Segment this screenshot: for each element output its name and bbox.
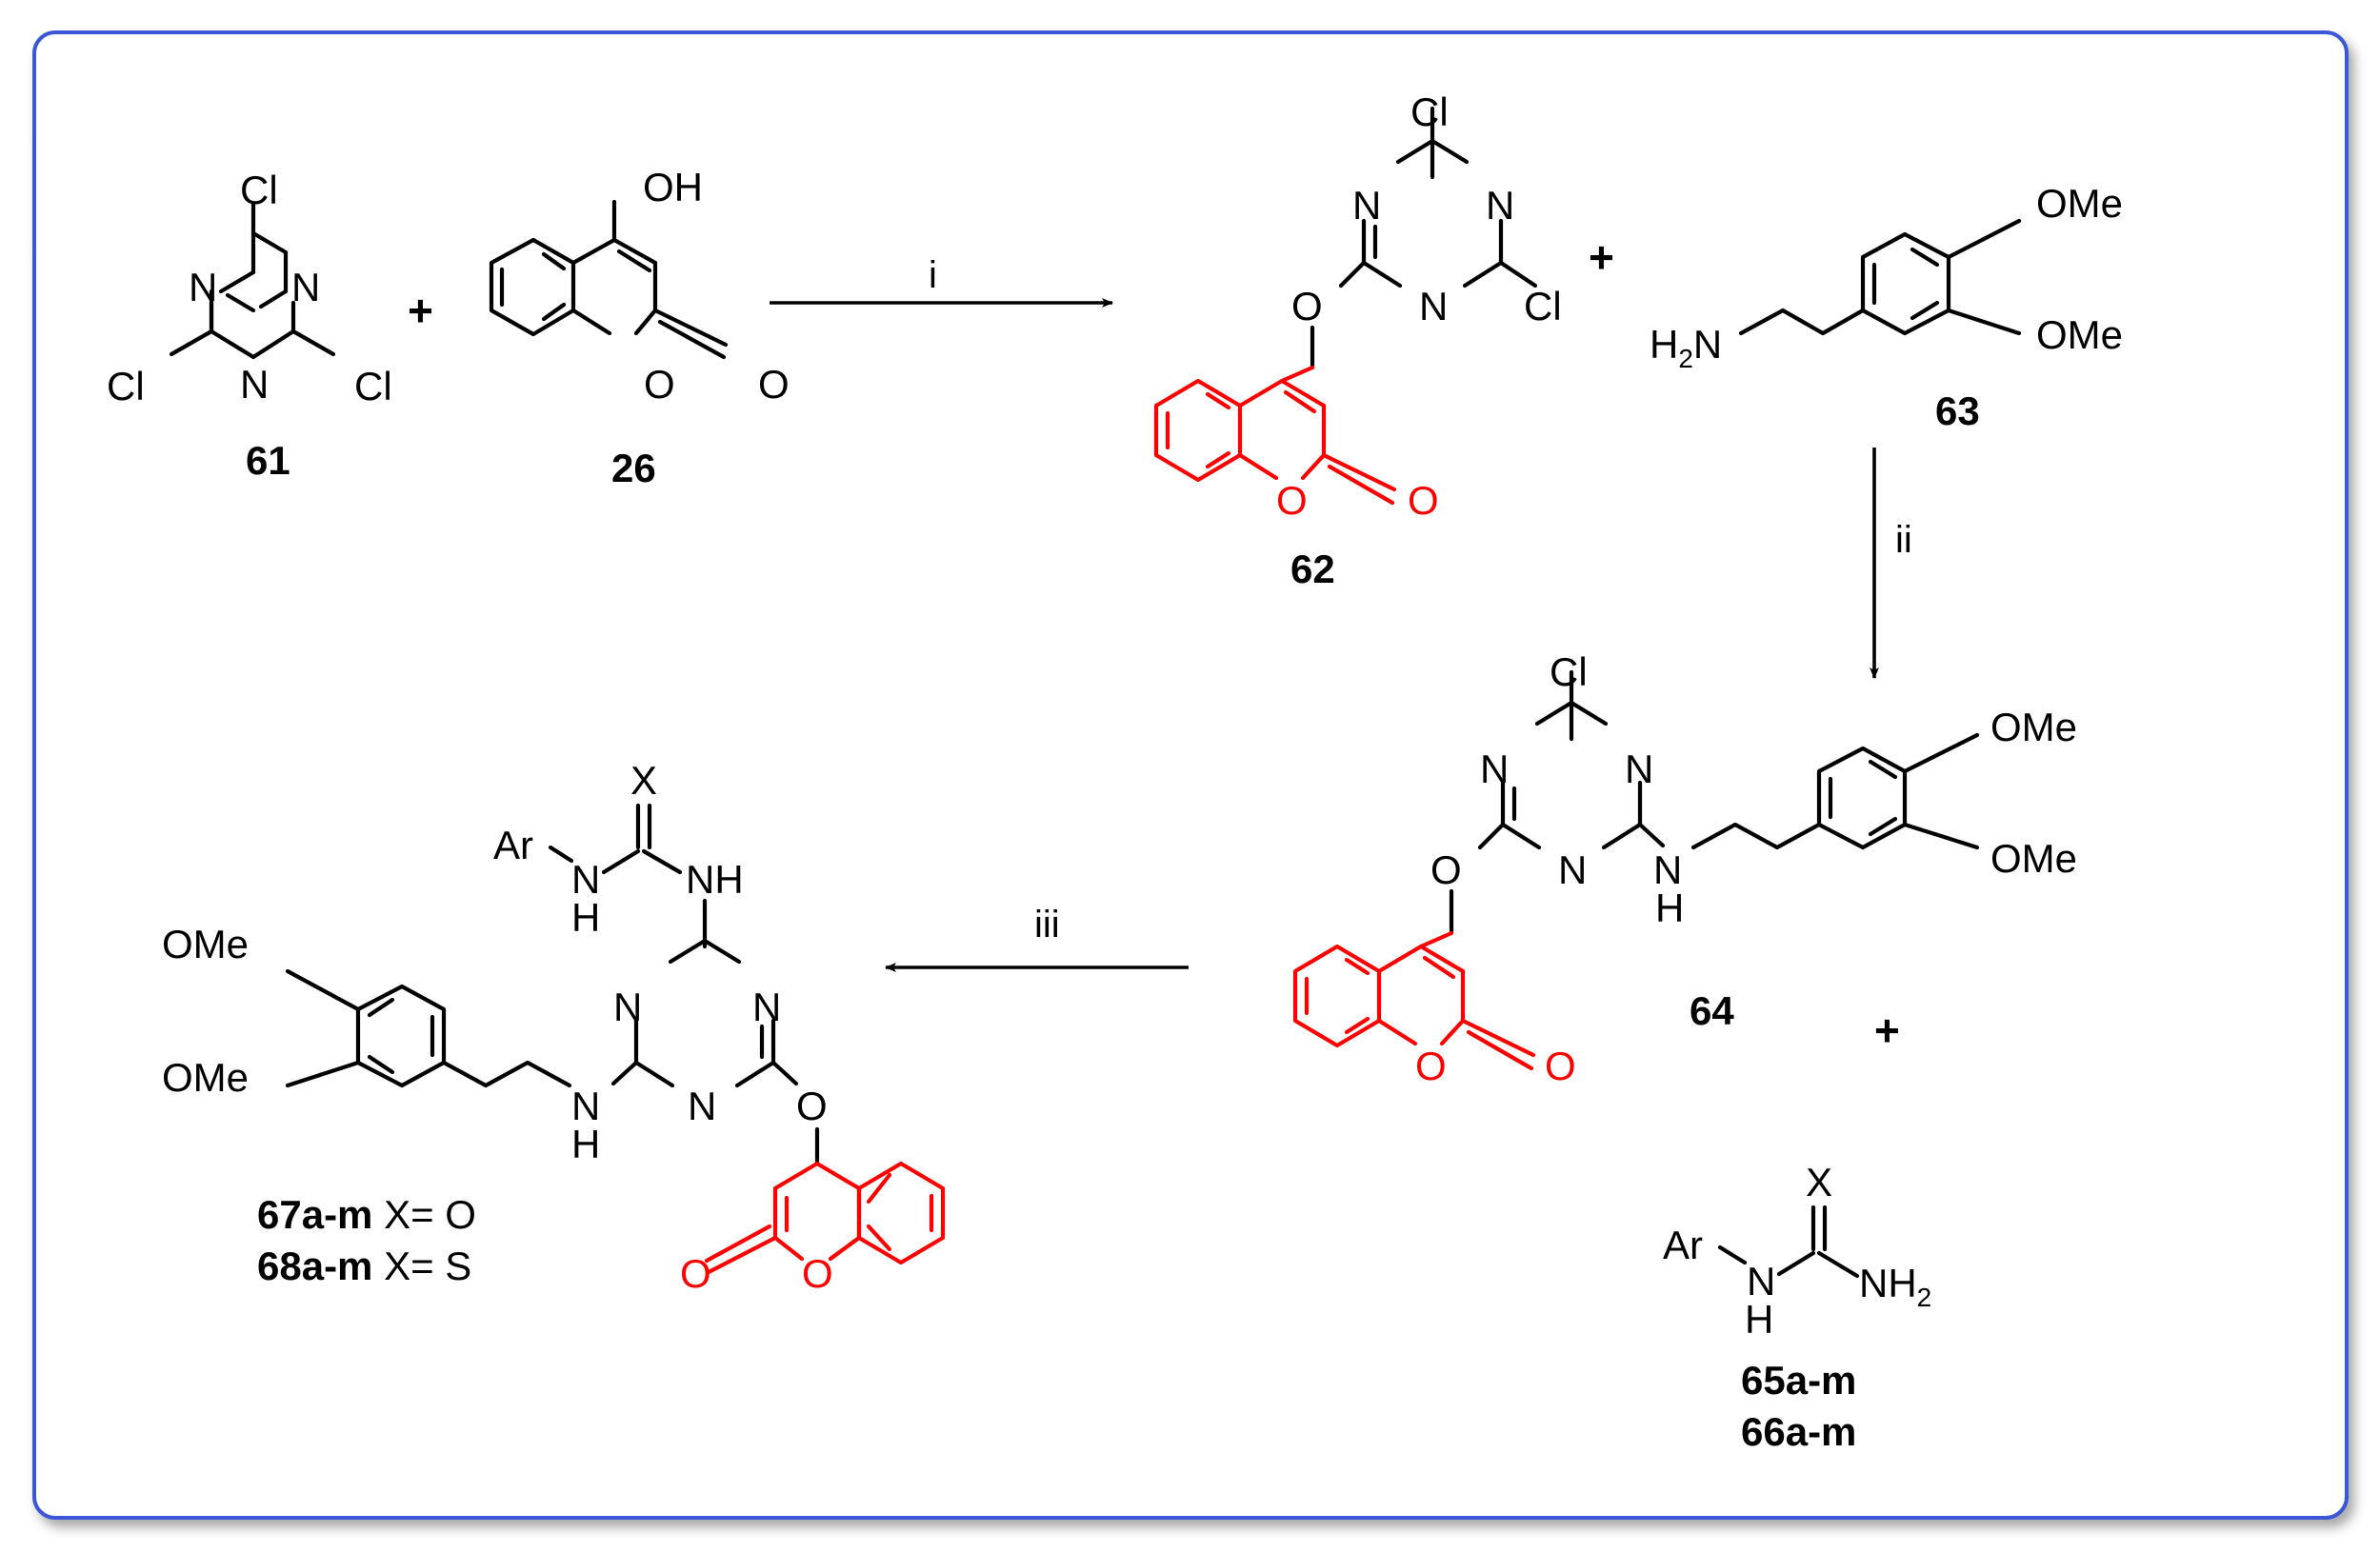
atom-label: OH: [643, 165, 703, 209]
atom-label: H: [571, 895, 600, 940]
atom-label: NH2: [1859, 1261, 1931, 1312]
atom-label: O: [1408, 478, 1439, 523]
atom-label: N: [189, 265, 217, 309]
atom-label: Ar: [1663, 1223, 1703, 1267]
compound-67-68-structure: X Ar N H NH N N N O N H OMe: [162, 758, 946, 1296]
atom-label: N: [1653, 847, 1682, 892]
plus-sign: +: [1589, 232, 1614, 282]
compound-label-63: 63: [1935, 388, 1980, 433]
atom-label: O: [680, 1251, 711, 1296]
compound-61-structure: Cl N N N Cl Cl: [107, 168, 392, 408]
atom-label: N: [1480, 747, 1509, 791]
compound-65-66-structure: X Ar N H NH2: [1663, 1160, 1931, 1342]
atom-label: Cl: [354, 364, 392, 408]
atom-label: N: [571, 857, 600, 902]
atom-label: N: [1419, 284, 1448, 329]
atom-label: N: [613, 985, 642, 1029]
compound-26-structure: OH O O: [489, 165, 790, 407]
plus-sign: +: [1874, 1005, 1900, 1055]
atom-label: O: [1415, 1044, 1447, 1088]
compound-62-structure: Cl N N N Cl O O O: [1153, 90, 1562, 523]
condition-iii: iii: [1034, 904, 1060, 946]
atom-label: N: [1625, 747, 1653, 791]
compound-63-structure: H2N OMe OMe: [1650, 181, 2123, 373]
compound-label-67: 67a-m X= O: [257, 1192, 476, 1237]
atom-label: H: [1655, 886, 1684, 930]
atom-label: Cl: [1524, 284, 1562, 329]
atom-label: NH: [686, 857, 744, 902]
atom-label: N: [1486, 183, 1514, 228]
atom-label: OMe: [1990, 836, 2077, 881]
atom-label: N: [1558, 847, 1587, 892]
compound-label-64: 64: [1690, 988, 1734, 1033]
atom-label: N: [1352, 183, 1381, 228]
compound-label-61: 61: [246, 438, 290, 483]
atom-label: O: [1276, 478, 1308, 523]
scheme-frame: [32, 30, 2349, 1520]
atom-label: O: [796, 1084, 828, 1128]
atom-label: N: [752, 985, 781, 1029]
atom-label: Cl: [240, 168, 278, 212]
compound-label-66: 66a-m: [1741, 1409, 1856, 1454]
condition-ii: ii: [1895, 519, 1912, 561]
atom-label: H2N: [1650, 322, 1722, 373]
atom-label: N: [240, 362, 269, 407]
atom-label: OMe: [2036, 181, 2123, 226]
atom-label: O: [758, 362, 790, 407]
atom-label: O: [1291, 284, 1323, 329]
compound-label-65: 65a-m: [1741, 1358, 1856, 1403]
atom-label: O: [802, 1251, 833, 1296]
atom-label: N: [1747, 1259, 1775, 1304]
atom-label: N: [571, 1084, 600, 1128]
atom-label: O: [1430, 847, 1462, 892]
atom-label: H: [571, 1122, 600, 1166]
atom-label: O: [1545, 1044, 1576, 1088]
compound-label-68: 68a-m X= S: [257, 1244, 471, 1288]
plus-sign: +: [408, 286, 433, 335]
atom-label: OMe: [2036, 312, 2123, 357]
condition-i: i: [929, 254, 937, 296]
compound-64-structure: Cl N N N N H O OMe OMe O O: [1292, 649, 2077, 1088]
atom-label: Cl: [1410, 90, 1449, 134]
atom-label: OMe: [162, 922, 249, 966]
atom-label: Ar: [493, 823, 533, 867]
atom-label: X: [630, 758, 657, 803]
atom-label: OMe: [162, 1055, 249, 1100]
atom-label: H: [1745, 1297, 1773, 1342]
atom-label: N: [291, 265, 320, 309]
atom-label: Cl: [107, 364, 145, 408]
atom-label: N: [688, 1084, 716, 1128]
atom-label: X: [1806, 1160, 1832, 1205]
compound-label-62: 62: [1290, 547, 1335, 591]
atom-label: Cl: [1550, 649, 1588, 694]
compound-label-26: 26: [611, 446, 656, 490]
atom-label: O: [644, 362, 675, 407]
atom-label: OMe: [1990, 705, 2077, 749]
